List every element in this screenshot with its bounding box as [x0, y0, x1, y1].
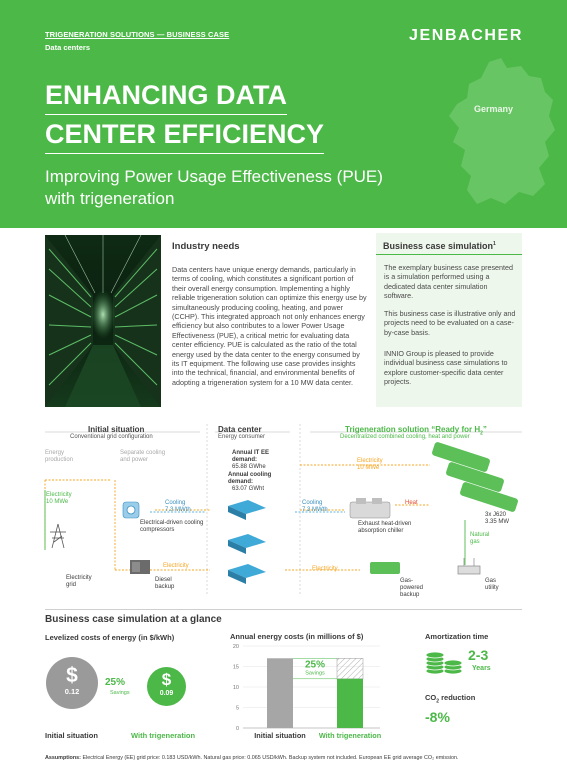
dollar-icon: $	[161, 670, 172, 689]
cooling-left-label: Cooling	[165, 500, 186, 506]
gas-utility-icon	[457, 558, 481, 575]
data-center-photo	[45, 235, 161, 407]
engines-label: 3x J620	[485, 512, 507, 518]
separate-label: Separate cooling and power	[120, 450, 166, 463]
page-subtitle: Improving Power Usage Effectiveness (PUE…	[45, 166, 465, 210]
electricity-right-value: 10 MWe	[357, 465, 380, 471]
compressors-label: Electrical-driven cooling compressors	[140, 520, 204, 533]
it-demand-label: Annual IT EE demand:	[232, 450, 270, 463]
energy-flow-diagram: Initial situation Conventional grid conf…	[0, 420, 567, 600]
category-label-initial: Initial situation	[254, 731, 306, 740]
coin-stack-icon	[425, 651, 463, 675]
industry-needs-title: Industry needs	[172, 241, 240, 252]
initial-title: Initial situation	[88, 425, 145, 434]
power-tower-icon	[50, 523, 66, 549]
lcoe-savings-label: Savings	[110, 690, 130, 696]
y-tick-label: 5	[236, 706, 239, 712]
server-rack-icon	[228, 500, 266, 584]
it-demand-value: 65.88 GWhe	[232, 464, 266, 470]
diagram-lines	[44, 424, 522, 596]
cooling-right-value: 7.3 MWth	[302, 507, 328, 513]
lcoe-initial-coin: $ 0.12	[46, 657, 98, 709]
assumptions-text: Electrical Energy (EE) grid price: 0.183…	[82, 755, 459, 761]
eyebrow-label: TRIGENERATION SOLUTIONS — BUSINESS CASE	[45, 30, 230, 39]
chart-savings-label: Savings	[305, 670, 325, 676]
co2-value: -8%	[425, 709, 450, 725]
diesel-label: Diesel backup	[155, 577, 175, 590]
y-tick-label: 15	[233, 665, 239, 671]
brand-logo: JENBACHER	[409, 27, 523, 44]
absorption-chiller-icon	[349, 498, 391, 519]
title-line-2: CENTER EFFICIENCY	[45, 115, 325, 154]
industry-needs-body: Data centers have unique energy demands,…	[172, 265, 367, 387]
lcoe-tri-label: With trigeneration	[131, 731, 196, 740]
natural-gas-label: Natural gas	[470, 532, 490, 545]
engines-value: 3.35 MW	[485, 519, 510, 525]
lcoe-initial-label: Initial situation	[45, 731, 98, 740]
electricity-right-label: Electricity	[357, 458, 383, 464]
gas-utility-label: Gas utility	[485, 578, 499, 591]
bar-savings-hatch	[336, 658, 364, 680]
bar-trigeneration	[337, 678, 363, 728]
business-case-rule	[376, 254, 522, 255]
amortization-unit: Years	[472, 665, 491, 672]
annual-costs-title: Annual energy costs (in millions of $)	[230, 632, 364, 641]
electricity-mid-label: Electricity	[163, 563, 189, 569]
page-title: ENHANCING DATA CENTER EFFICIENCY	[45, 76, 405, 154]
business-case-p2: This business case is illustrative only …	[384, 309, 516, 337]
amortization-title: Amortization time	[425, 632, 489, 641]
section-label: Data centers	[45, 43, 91, 52]
dollar-icon: $	[66, 664, 78, 687]
lcoe-savings-pct: 25%	[105, 677, 126, 688]
germany-map-icon	[449, 58, 555, 204]
category-label-trigeneration: With trigeneration	[319, 731, 381, 740]
assumptions-label: Assumptions:	[45, 755, 81, 761]
y-tick-label: 20	[233, 644, 239, 650]
energy-production-label: Energy production	[45, 450, 74, 463]
subtitle-line-2: with trigeneration	[45, 189, 175, 208]
tri-title: Trigeneration solution “Ready for H2”	[345, 425, 487, 437]
dc-subtitle: Energy consumer	[218, 434, 266, 440]
lcoe-title: Levelized costs of energy (in $/kWh)	[45, 633, 175, 642]
section-divider	[45, 609, 522, 610]
heat-label: Heat	[405, 500, 418, 506]
gas-backup-label: Gas-powered backup	[400, 578, 424, 598]
gas-backup-icon	[370, 562, 400, 574]
header-banner: TRIGENERATION SOLUTIONS — BUSINESS CASE …	[0, 0, 567, 228]
amortization-value: 2-3	[468, 647, 489, 663]
tri-subtitle: Decentralized combined cooling, heat and…	[340, 434, 470, 440]
grid-label: Electricity grid	[66, 575, 92, 588]
cooling-demand-label: Annual cooling demand:	[228, 472, 272, 485]
glance-title: Business case simulation at a glance	[45, 614, 222, 625]
footnote-mark: 1	[493, 241, 496, 247]
dc-title: Data center	[218, 425, 262, 434]
lcoe-tri-coin: $ 0.09	[147, 667, 186, 706]
assumptions-note: Assumptions: Electrical Energy (EE) grid…	[45, 755, 525, 761]
cooling-left-value: 7.3 MWth	[165, 507, 191, 513]
business-case-box: Business case simulation1 The exemplary …	[376, 233, 522, 407]
utility-electricity-label: Electricity 10 MWe	[46, 492, 72, 505]
chart-savings-pct: 25%	[305, 659, 325, 670]
y-tick-label: 10	[233, 685, 239, 691]
cooling-right-label: Cooling	[302, 500, 323, 506]
cooling-demand-value: 63.07 GWht	[232, 486, 265, 492]
subtitle-line-1: Improving Power Usage Effectiveness (PUE…	[45, 167, 383, 186]
business-case-p1: The exemplary business case presented is…	[384, 263, 514, 301]
gas-engine-icon	[432, 442, 518, 512]
business-case-title: Business case simulation1	[383, 241, 496, 251]
bar-initial	[267, 658, 293, 728]
electricity-bottom-label: Electricity	[312, 566, 338, 572]
co2-title: CO2 reduction	[425, 693, 476, 705]
chiller-label: Exhaust heat-driven absorption chiller	[358, 521, 412, 534]
title-line-1: ENHANCING DATA	[45, 76, 287, 115]
country-label: Germany	[474, 104, 514, 114]
lcoe-initial-value: 0.12	[64, 687, 80, 696]
business-case-p3: INNIO Group is pleased to provide indivi…	[384, 349, 508, 387]
initial-subtitle: Conventional grid configuration	[70, 434, 153, 440]
y-tick-label: 0	[236, 726, 239, 732]
lcoe-tri-value: 0.09	[159, 690, 174, 697]
